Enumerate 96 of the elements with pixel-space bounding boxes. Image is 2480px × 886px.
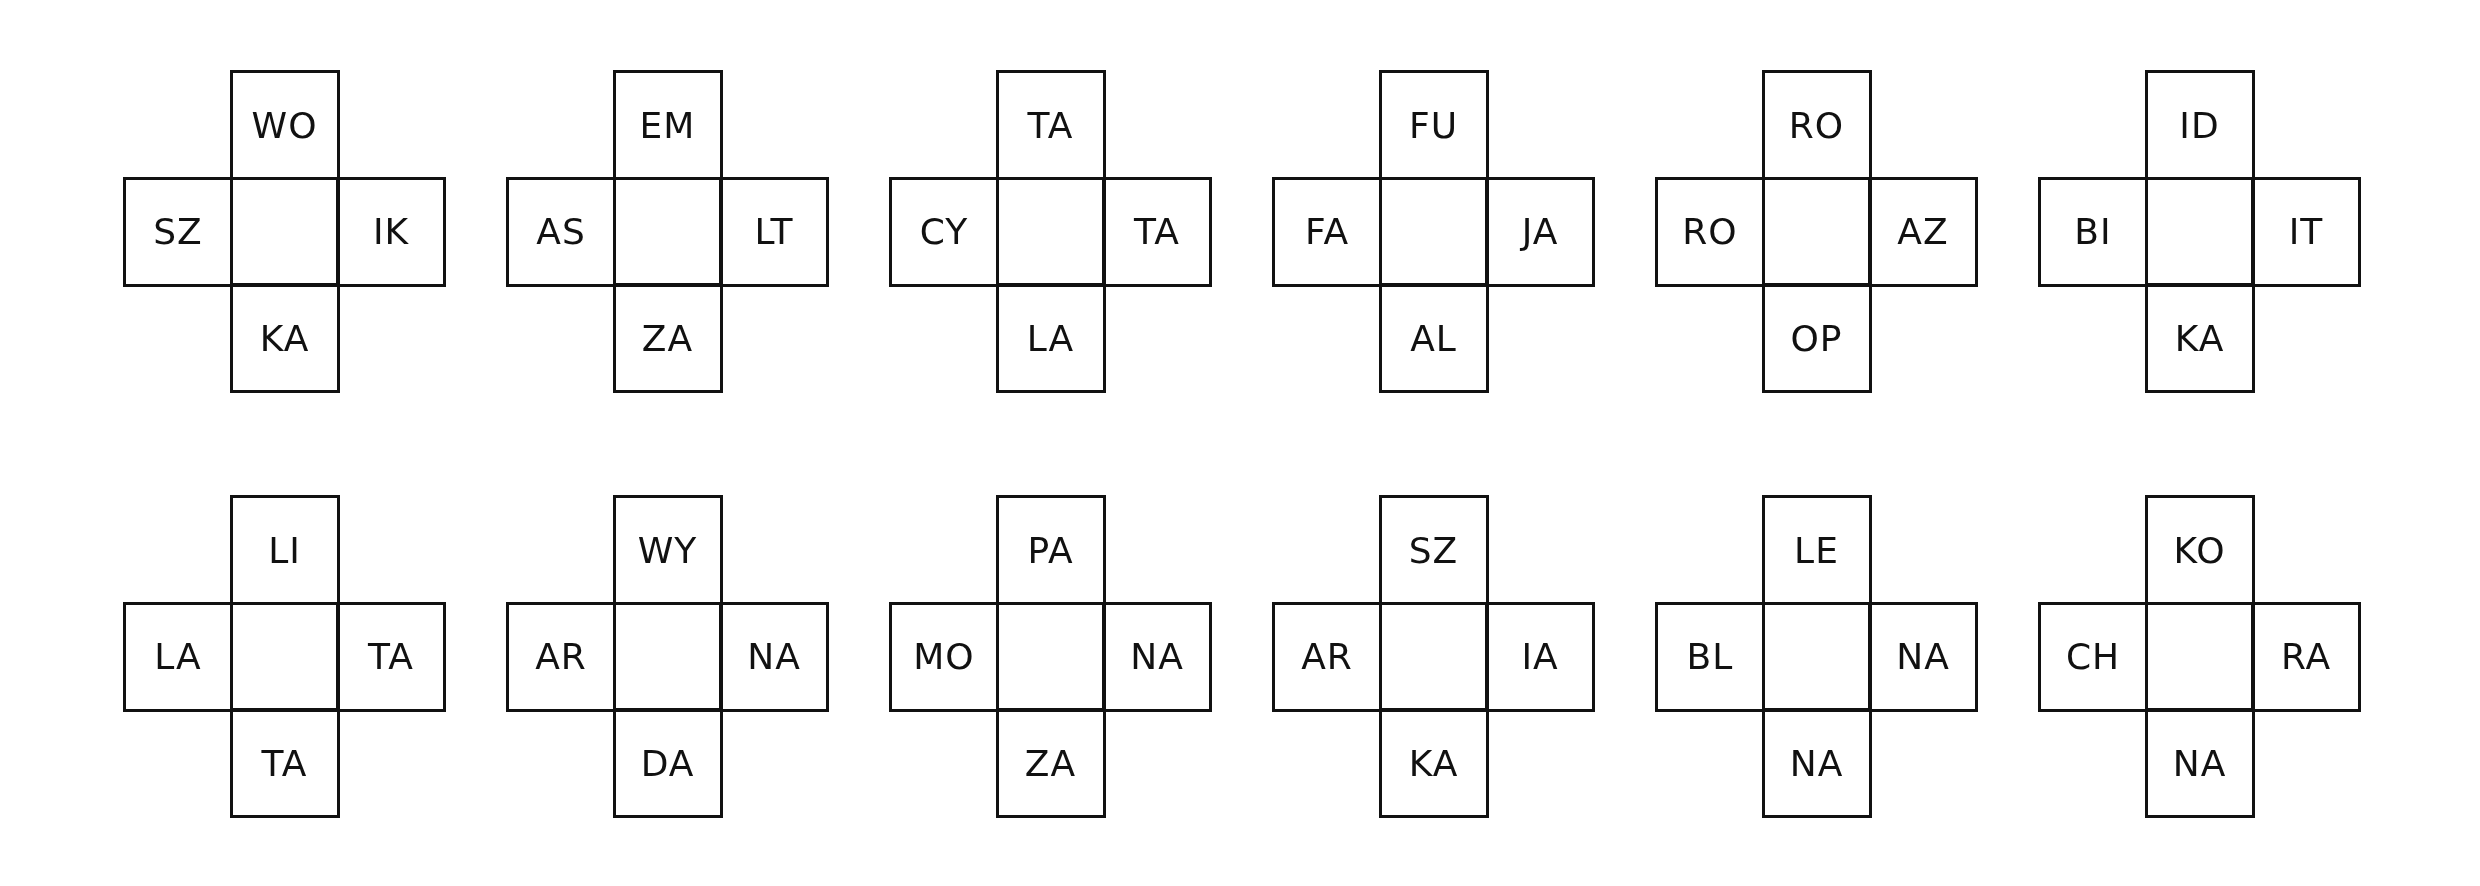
cell-label: LE — [1794, 529, 1839, 571]
letter-square — [229, 283, 340, 393]
cell-label: NA — [747, 636, 801, 677]
letter-square — [612, 708, 723, 818]
letter-square — [123, 176, 233, 287]
cell-label: WO — [251, 104, 318, 146]
letter-square — [719, 601, 829, 712]
cell-label: IT — [2288, 211, 2324, 252]
cell-label: NA — [2172, 742, 2227, 784]
cell-label: NA — [1130, 636, 1184, 677]
letter-square — [336, 601, 446, 712]
cell-label: TA — [261, 742, 308, 784]
letter-square — [719, 176, 829, 287]
letter-square — [2144, 495, 2255, 605]
cell-label: NA — [1896, 636, 1950, 677]
cell-label: CY — [919, 211, 969, 252]
letter-square — [2144, 70, 2255, 180]
cell-label: ZA — [641, 317, 694, 359]
letter-square — [1378, 70, 1489, 180]
cell-label: LI — [268, 529, 301, 571]
letter-square — [2144, 708, 2255, 818]
letter-square — [2251, 601, 2361, 712]
cell-label: SZ — [153, 211, 203, 252]
cell-label: LT — [754, 211, 794, 252]
cell-label: RO — [1682, 211, 1738, 252]
cell-label: IK — [372, 211, 410, 252]
letter-square — [2038, 176, 2148, 287]
cell-label: IA — [1521, 636, 1559, 677]
letter-square — [1485, 601, 1595, 712]
letter-square — [1868, 601, 1978, 712]
cell-label: MO — [913, 636, 975, 677]
cell-label: WY — [637, 529, 698, 571]
letter-square — [1378, 708, 1489, 818]
letter-square — [612, 70, 723, 180]
letter-square — [2144, 283, 2255, 393]
cell-label: EM — [639, 104, 696, 146]
cell-label: TA — [368, 636, 414, 677]
letter-square — [995, 495, 1106, 605]
letter-square — [1378, 283, 1489, 393]
cell-label: TA — [1027, 104, 1074, 146]
cell-label: ZA — [1024, 742, 1077, 784]
letter-square — [1272, 601, 1382, 712]
cell-label: JA — [1521, 211, 1559, 252]
cell-label: FA — [1305, 211, 1349, 252]
letter-square — [1761, 283, 1872, 393]
cell-label: ID — [2179, 104, 2220, 146]
cell-label: KA — [2174, 317, 2225, 359]
cell-label: AR — [535, 636, 587, 677]
cell-label: AR — [1301, 636, 1353, 677]
cell-label: AL — [1410, 317, 1457, 359]
letter-square — [612, 495, 723, 605]
cell-label: LA — [154, 636, 202, 677]
letter-square — [612, 283, 723, 393]
cell-label: NA — [1789, 742, 1844, 784]
cell-label: RO — [1788, 104, 1845, 146]
letter-square — [1868, 176, 1978, 287]
letter-square — [995, 708, 1106, 818]
letter-square — [1378, 495, 1489, 605]
letter-square — [889, 176, 999, 287]
letter-square — [889, 601, 999, 712]
letter-square — [1655, 601, 1765, 712]
cell-label: KA — [1408, 742, 1459, 784]
cell-label: AZ — [1897, 211, 1949, 252]
letter-square — [506, 601, 616, 712]
cell-label: KO — [2173, 529, 2226, 571]
letter-square — [1485, 176, 1595, 287]
letter-square — [2038, 601, 2148, 712]
cell-label: RA — [2280, 636, 2332, 677]
letter-square — [123, 601, 233, 712]
cell-label: KA — [259, 317, 310, 359]
letter-square — [1102, 601, 1212, 712]
cell-label: SZ — [1408, 529, 1459, 571]
letter-square — [1272, 176, 1382, 287]
cell-label: BI — [2074, 211, 2112, 252]
letter-square — [336, 176, 446, 287]
cell-label: FU — [1408, 104, 1459, 146]
cell-label: TA — [1134, 211, 1180, 252]
letter-square — [995, 70, 1106, 180]
cell-label: OP — [1790, 317, 1843, 359]
letter-square — [229, 495, 340, 605]
cell-label: PA — [1027, 529, 1074, 571]
cell-label: LA — [1026, 317, 1075, 359]
cell-label: CH — [2065, 636, 2121, 677]
cell-label: AS — [536, 211, 586, 252]
letter-square — [229, 708, 340, 818]
letter-square — [2251, 176, 2361, 287]
letter-square — [229, 70, 340, 180]
letter-square — [506, 176, 616, 287]
letter-square — [1655, 176, 1765, 287]
letter-square — [1761, 708, 1872, 818]
letter-square — [995, 283, 1106, 393]
cell-label: BL — [1686, 636, 1734, 677]
letter-square — [1761, 495, 1872, 605]
letter-square — [1102, 176, 1212, 287]
cell-label: DA — [640, 742, 695, 784]
letter-square — [1761, 70, 1872, 180]
